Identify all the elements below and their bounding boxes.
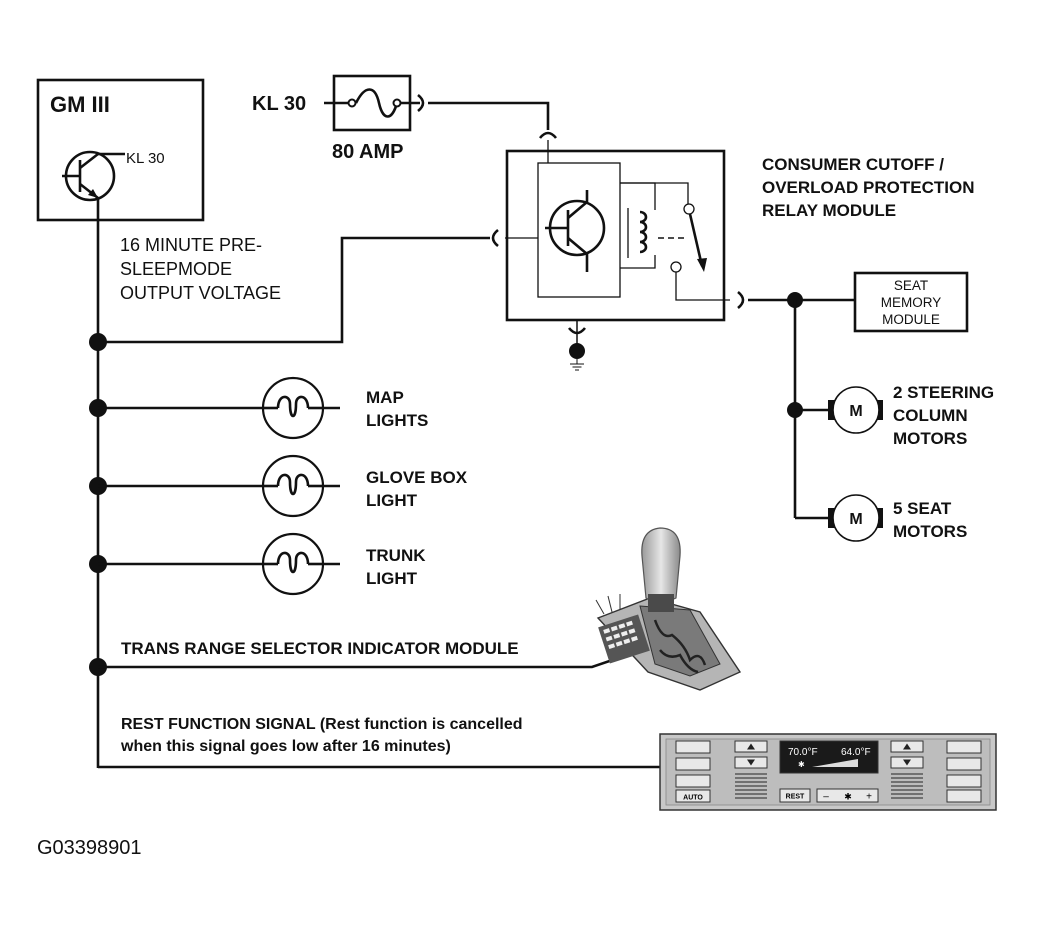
gear-selector-illustration (595, 527, 742, 691)
seat-memory-line2: MEMORY (881, 295, 942, 310)
fan-icon: ✱ (844, 793, 852, 803)
steering-label-line3: MOTORS (893, 429, 967, 448)
trunk-light-label-line1: TRUNK (366, 546, 426, 565)
panel-button (675, 774, 711, 788)
map-light-label-line2: LIGHTS (366, 411, 428, 430)
fuse-80amp (324, 74, 425, 132)
vent-grille-icon (891, 773, 923, 799)
auto-button (675, 789, 711, 803)
fuse-rating-label: 80 AMP (332, 141, 404, 163)
output-label-line1: 16 MINUTE PRE- (120, 235, 262, 255)
steering-motor-symbol: M (849, 403, 862, 420)
output-label-line3: OUTPUT VOLTAGE (120, 283, 281, 303)
rest-signal-label-line2: when this signal goes low after 16 minut… (120, 738, 451, 755)
climate-display (779, 740, 879, 774)
trunk-light-label-line2: LIGHT (366, 569, 418, 588)
recirculation-button (946, 774, 982, 788)
fan-plus-label: + (866, 792, 872, 803)
seat-motor-icon: M (828, 494, 883, 542)
seat-memory-line1: SEAT (894, 278, 928, 293)
steering-label-line2: COLUMN (893, 406, 968, 425)
trunk-light-bulb-icon (261, 532, 325, 596)
climate-control-panel: AUTO 70.0°F 64.0°F ✱ REST – ✱ + (659, 733, 997, 811)
relay-label-line2: OVERLOAD PROTECTION (762, 178, 975, 197)
relay-output-connector (737, 290, 745, 310)
seat-motor-symbol: M (849, 511, 862, 528)
vent-grille-icon (735, 773, 767, 799)
triangle-up-icon (747, 743, 755, 750)
fuse-to-relay-wire (428, 101, 550, 130)
gm3-module: GM III KL 30 (36, 78, 205, 222)
relay-label-line3: RELAY MODULE (762, 201, 896, 220)
panel-button (675, 740, 711, 754)
relay-label-line1: CONSUMER CUTOFF / (762, 155, 944, 174)
panel-button (675, 757, 711, 771)
gm3-kl30-label: KL 30 (126, 150, 165, 167)
seat-motors-label-line2: MOTORS (893, 522, 967, 541)
seat-motors-label-line1: 5 SEAT (893, 499, 952, 518)
ground-icon (567, 320, 587, 371)
windshield-defrost-button (946, 740, 982, 754)
triangle-down-icon (747, 759, 755, 766)
fan-level-bar (812, 759, 858, 767)
seat-memory-module: SEAT MEMORY MODULE (853, 271, 969, 333)
glove-light-label-line1: GLOVE BOX (366, 468, 468, 487)
auto-button-label: AUTO (683, 795, 703, 802)
glove-light-label-line2: LIGHT (366, 491, 418, 510)
triangle-down-icon (903, 759, 911, 766)
triangle-up-icon (903, 743, 911, 750)
relay-module (505, 140, 730, 322)
steering-label-line1: 2 STEERING (893, 383, 994, 402)
gm3-transistor-icon (62, 150, 125, 202)
right-temp-readout: 64.0°F (841, 747, 871, 758)
relay-input-connector (491, 228, 499, 248)
map-light-label-line1: MAP (366, 388, 404, 407)
trans-selector-label: TRANS RANGE SELECTOR INDICATOR MODULE (121, 639, 519, 658)
left-temp-readout: 70.0°F (788, 747, 818, 758)
seat-memory-line3: MODULE (882, 312, 940, 327)
rest-button-label: REST (786, 794, 805, 801)
ac-button (946, 789, 982, 803)
figure-id: G03398901 (37, 837, 142, 859)
fan-icon: ✱ (798, 760, 805, 769)
fan-speed-rocker (816, 788, 879, 803)
map-light-bulb-icon (261, 376, 325, 440)
rear-defrost-button (946, 757, 982, 771)
output-label-line2: SLEEPMODE (120, 259, 232, 279)
fan-minus-label: – (823, 792, 829, 803)
kl30-label: KL 30 (252, 93, 306, 115)
output-voltage-wire (98, 236, 490, 344)
gm3-title: GM III (50, 92, 110, 117)
junction-dot (89, 333, 107, 351)
relay-top-connector (538, 131, 558, 139)
rest-signal-label-line1: REST FUNCTION SIGNAL (Rest function is c… (121, 716, 523, 733)
rest-button (779, 788, 811, 803)
steering-motor-icon: M (828, 386, 883, 434)
glove-light-bulb-icon (261, 454, 325, 518)
